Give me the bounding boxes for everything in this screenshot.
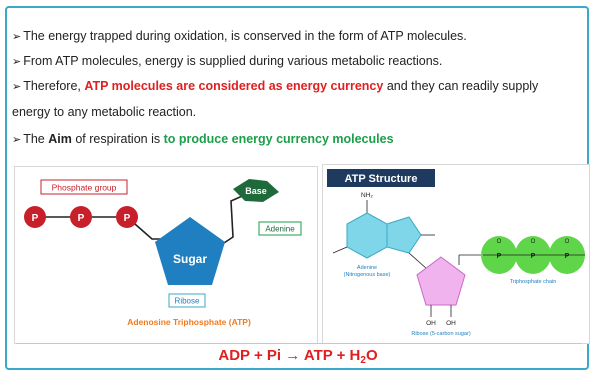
triphosphate-label: Triphosphate chain	[510, 279, 557, 285]
atp-equation: ADP + Pi → ATP + H2O	[0, 347, 596, 366]
phosphate-label-box	[40, 179, 128, 195]
bullet-3-continuation: energy to any metabolic reaction.	[12, 105, 197, 119]
structure-title-bg	[327, 169, 435, 187]
bullet-arrow-icon: ➢	[12, 81, 22, 93]
phosphate-p-label: P	[124, 213, 131, 224]
adenine-structure-label: Adenine	[357, 265, 377, 271]
bullet-4-bold: Aim	[48, 132, 72, 146]
bullet-arrow-icon: ➢	[12, 31, 22, 43]
bullet-4: ➢The Aim of respiration is to produce en…	[12, 132, 394, 146]
equation-divider	[16, 343, 582, 344]
ribose-label-box	[168, 293, 206, 308]
atp-diagram-svg: Phosphate group P P P Sugar Base Adenine…	[24, 179, 302, 327]
adenine-ring-5	[386, 216, 422, 254]
atp-structure-panel: ATP Structure NH₂ Adenine (Nitrogenous b…	[322, 164, 590, 344]
adenine-label-box	[258, 221, 302, 236]
equation-arrow-icon: →	[285, 347, 301, 364]
sugar-label: Sugar	[173, 252, 207, 266]
phosphate-p-label: P	[32, 213, 39, 224]
adenine-label: Adenine	[265, 225, 295, 234]
phosphate-circle-1	[24, 206, 46, 228]
ribose-label: Ribose	[175, 297, 200, 306]
equation-subscript: 2	[360, 355, 366, 366]
base-label: Base	[245, 186, 267, 196]
phosphate-label: Phosphate group	[52, 183, 117, 193]
structure-title: ATP Structure	[345, 173, 418, 185]
phosphorus-label: P	[497, 253, 502, 260]
base-shape	[233, 179, 279, 202]
bullet-1: ➢The energy trapped during oxidation, is…	[12, 29, 467, 43]
adenine-structure-sub: (Nitrogenous base)	[344, 272, 391, 278]
oxygen-label: O	[565, 239, 570, 245]
amine-label: NH₂	[361, 192, 373, 199]
sugar-pentagon	[155, 217, 225, 285]
phosphate-p-label: P	[78, 213, 85, 224]
bullet-3-highlight: ATP molecules are considered as energy c…	[84, 79, 384, 93]
atp-diagram-left: Phosphate group P P P Sugar Base Adenine…	[14, 166, 318, 344]
bullet-4-text-a: The	[23, 132, 49, 146]
bullet-2: ➢From ATP molecules, energy is supplied …	[12, 54, 442, 68]
phosphorus-label: P	[531, 253, 536, 260]
bullet-arrow-icon: ➢	[12, 56, 22, 68]
phosphate-circle-3	[116, 206, 138, 228]
equation-end: O	[365, 347, 378, 364]
ribose-ring	[416, 256, 466, 306]
bullet-3-text-a: Therefore,	[23, 79, 85, 93]
bullet-1-text: The energy trapped during oxidation, is …	[23, 29, 467, 43]
oh-label: OH	[426, 320, 436, 327]
bullet-4-highlight: to produce energy currency molecules	[163, 132, 394, 146]
glycosidic-bond	[220, 192, 250, 246]
ring-h-bond	[332, 246, 348, 254]
bullet-arrow-icon: ➢	[12, 134, 22, 146]
equation-reactants: ADP + Pi	[218, 347, 282, 364]
glycosidic-bond	[408, 252, 428, 270]
bullet-4-text-b: of respiration is	[71, 132, 164, 146]
bullet-3-text-b: and they can readily supply	[383, 79, 539, 93]
atp-structure-svg: ATP Structure NH₂ Adenine (Nitrogenous b…	[327, 169, 585, 337]
phosphorus-label: P	[565, 253, 570, 260]
ribose-structure-label: Ribose (5-carbon sugar)	[411, 331, 470, 337]
equation-products: ATP + H	[303, 347, 361, 364]
oxygen-label: O	[531, 239, 536, 245]
bullet-3: ➢Therefore, ATP molecules are considered…	[12, 79, 538, 93]
phosphate-circle-2	[70, 206, 92, 228]
atp-caption: Adenosine Triphosphate (ATP)	[127, 317, 251, 327]
oh-label: OH	[446, 320, 456, 327]
bullet-2-text: From ATP molecules, energy is supplied d…	[23, 54, 443, 68]
oxygen-label: O	[497, 239, 502, 245]
adenine-ring-6	[346, 212, 388, 259]
